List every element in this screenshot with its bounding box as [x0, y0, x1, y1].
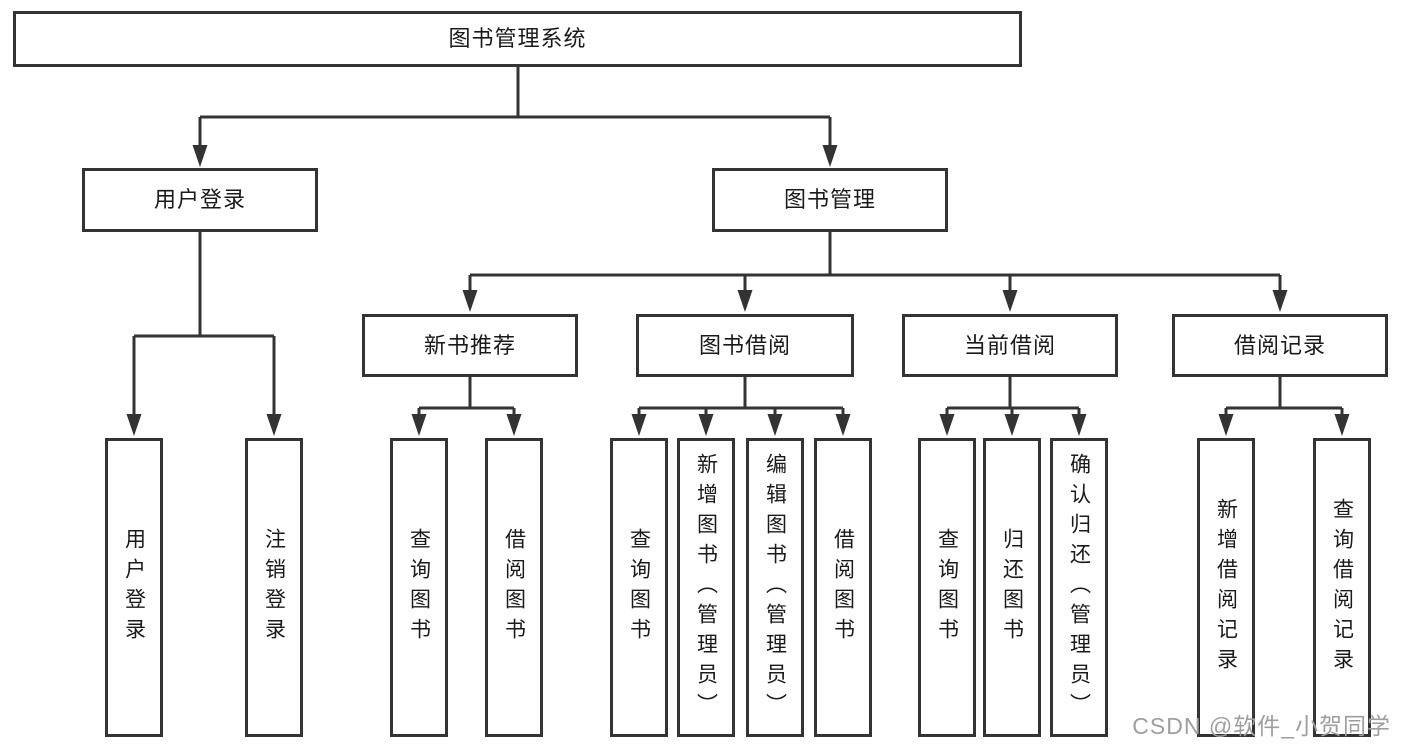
- node-confirm-return-admin: 确认归还（管理员）: [1050, 438, 1108, 737]
- node-current-borrow: 当前借阅: [902, 314, 1118, 377]
- node-user-login-leaf: 用户登录: [105, 438, 163, 737]
- node-add-books-admin: 新增图书（管理员）: [677, 438, 735, 737]
- node-query-books-1: 查询图书: [390, 438, 448, 737]
- csdn-watermark: CSDN @软件_小贺同学: [1132, 713, 1391, 739]
- node-query-books-3: 查询图书: [918, 438, 976, 737]
- node-borrow-books-1: 借阅图书: [485, 438, 543, 737]
- node-edit-books-admin: 编辑图书（管理员）: [746, 438, 804, 737]
- node-system-root: 图书管理系统: [13, 11, 1022, 67]
- node-add-borrow-record: 新增借阅记录: [1197, 438, 1255, 737]
- node-query-books-2: 查询图书: [610, 438, 668, 737]
- node-book-borrow: 图书借阅: [636, 314, 854, 377]
- node-borrow-records: 借阅记录: [1172, 314, 1388, 377]
- node-book-management: 图书管理: [712, 168, 948, 232]
- node-query-borrow-record: 查询借阅记录: [1313, 438, 1371, 737]
- node-user-login: 用户登录: [82, 168, 318, 232]
- node-borrow-books-2: 借阅图书: [814, 438, 872, 737]
- node-return-books: 归还图书: [983, 438, 1041, 737]
- node-logout-login: 注销登录: [245, 438, 303, 737]
- node-new-book-recommend: 新书推荐: [362, 314, 578, 377]
